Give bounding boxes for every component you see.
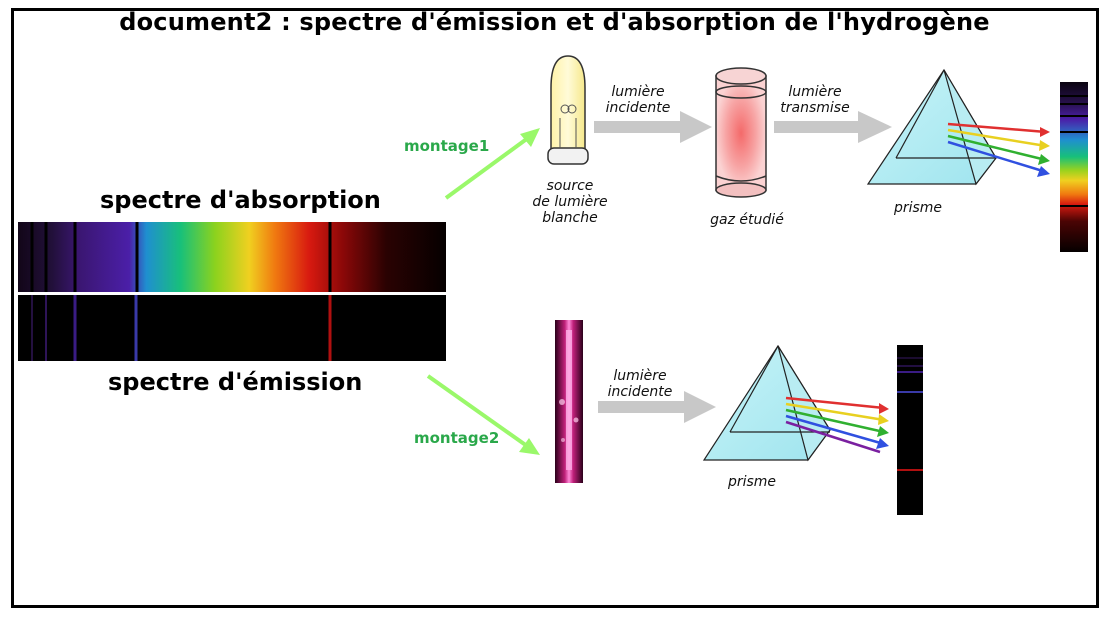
transmitted-light-arrow xyxy=(774,111,892,143)
prism-2 xyxy=(702,344,831,462)
prism-2-dispersed-rays xyxy=(785,396,889,454)
incident-light-label-1: lumière incidente xyxy=(605,84,671,116)
transmitted-light-label: lumière transmise xyxy=(780,84,850,116)
absorption-lines xyxy=(30,222,332,292)
gas-tube xyxy=(715,67,767,198)
emission-spectrum-band xyxy=(18,295,446,361)
montage2-label: montage2 xyxy=(414,429,500,447)
transmitted-spectrum-strip xyxy=(1060,82,1088,252)
incident-light-arrow-2 xyxy=(598,391,716,423)
white-light-bulb xyxy=(547,55,589,165)
document-frame xyxy=(11,8,1099,608)
prism-label-1: prisme xyxy=(893,200,943,216)
montage2-arrow xyxy=(426,374,540,455)
emission-lines xyxy=(31,295,332,361)
montage1-label: montage1 xyxy=(404,137,490,155)
document-title: document2 : spectre d'émission et d'abso… xyxy=(119,8,990,36)
montage1-arrow xyxy=(444,128,540,200)
incident-light-arrow-1 xyxy=(594,111,712,143)
white-light-source-label: source de lumière blanche xyxy=(532,178,608,226)
prism-label-2: prisme xyxy=(727,474,777,490)
absorption-spectrum-band xyxy=(18,222,446,292)
hydrogen-discharge-tube xyxy=(555,320,583,483)
absorption-spectrum-label: spectre d'absorption xyxy=(100,186,381,214)
studied-gas-label: gaz étudié xyxy=(710,212,784,228)
incident-light-label-2: lumière incidente xyxy=(607,368,673,400)
emission-spectrum-strip xyxy=(897,345,923,515)
emission-spectrum-label: spectre d'émission xyxy=(108,368,363,396)
prism-1-dispersed-rays xyxy=(947,122,1050,177)
